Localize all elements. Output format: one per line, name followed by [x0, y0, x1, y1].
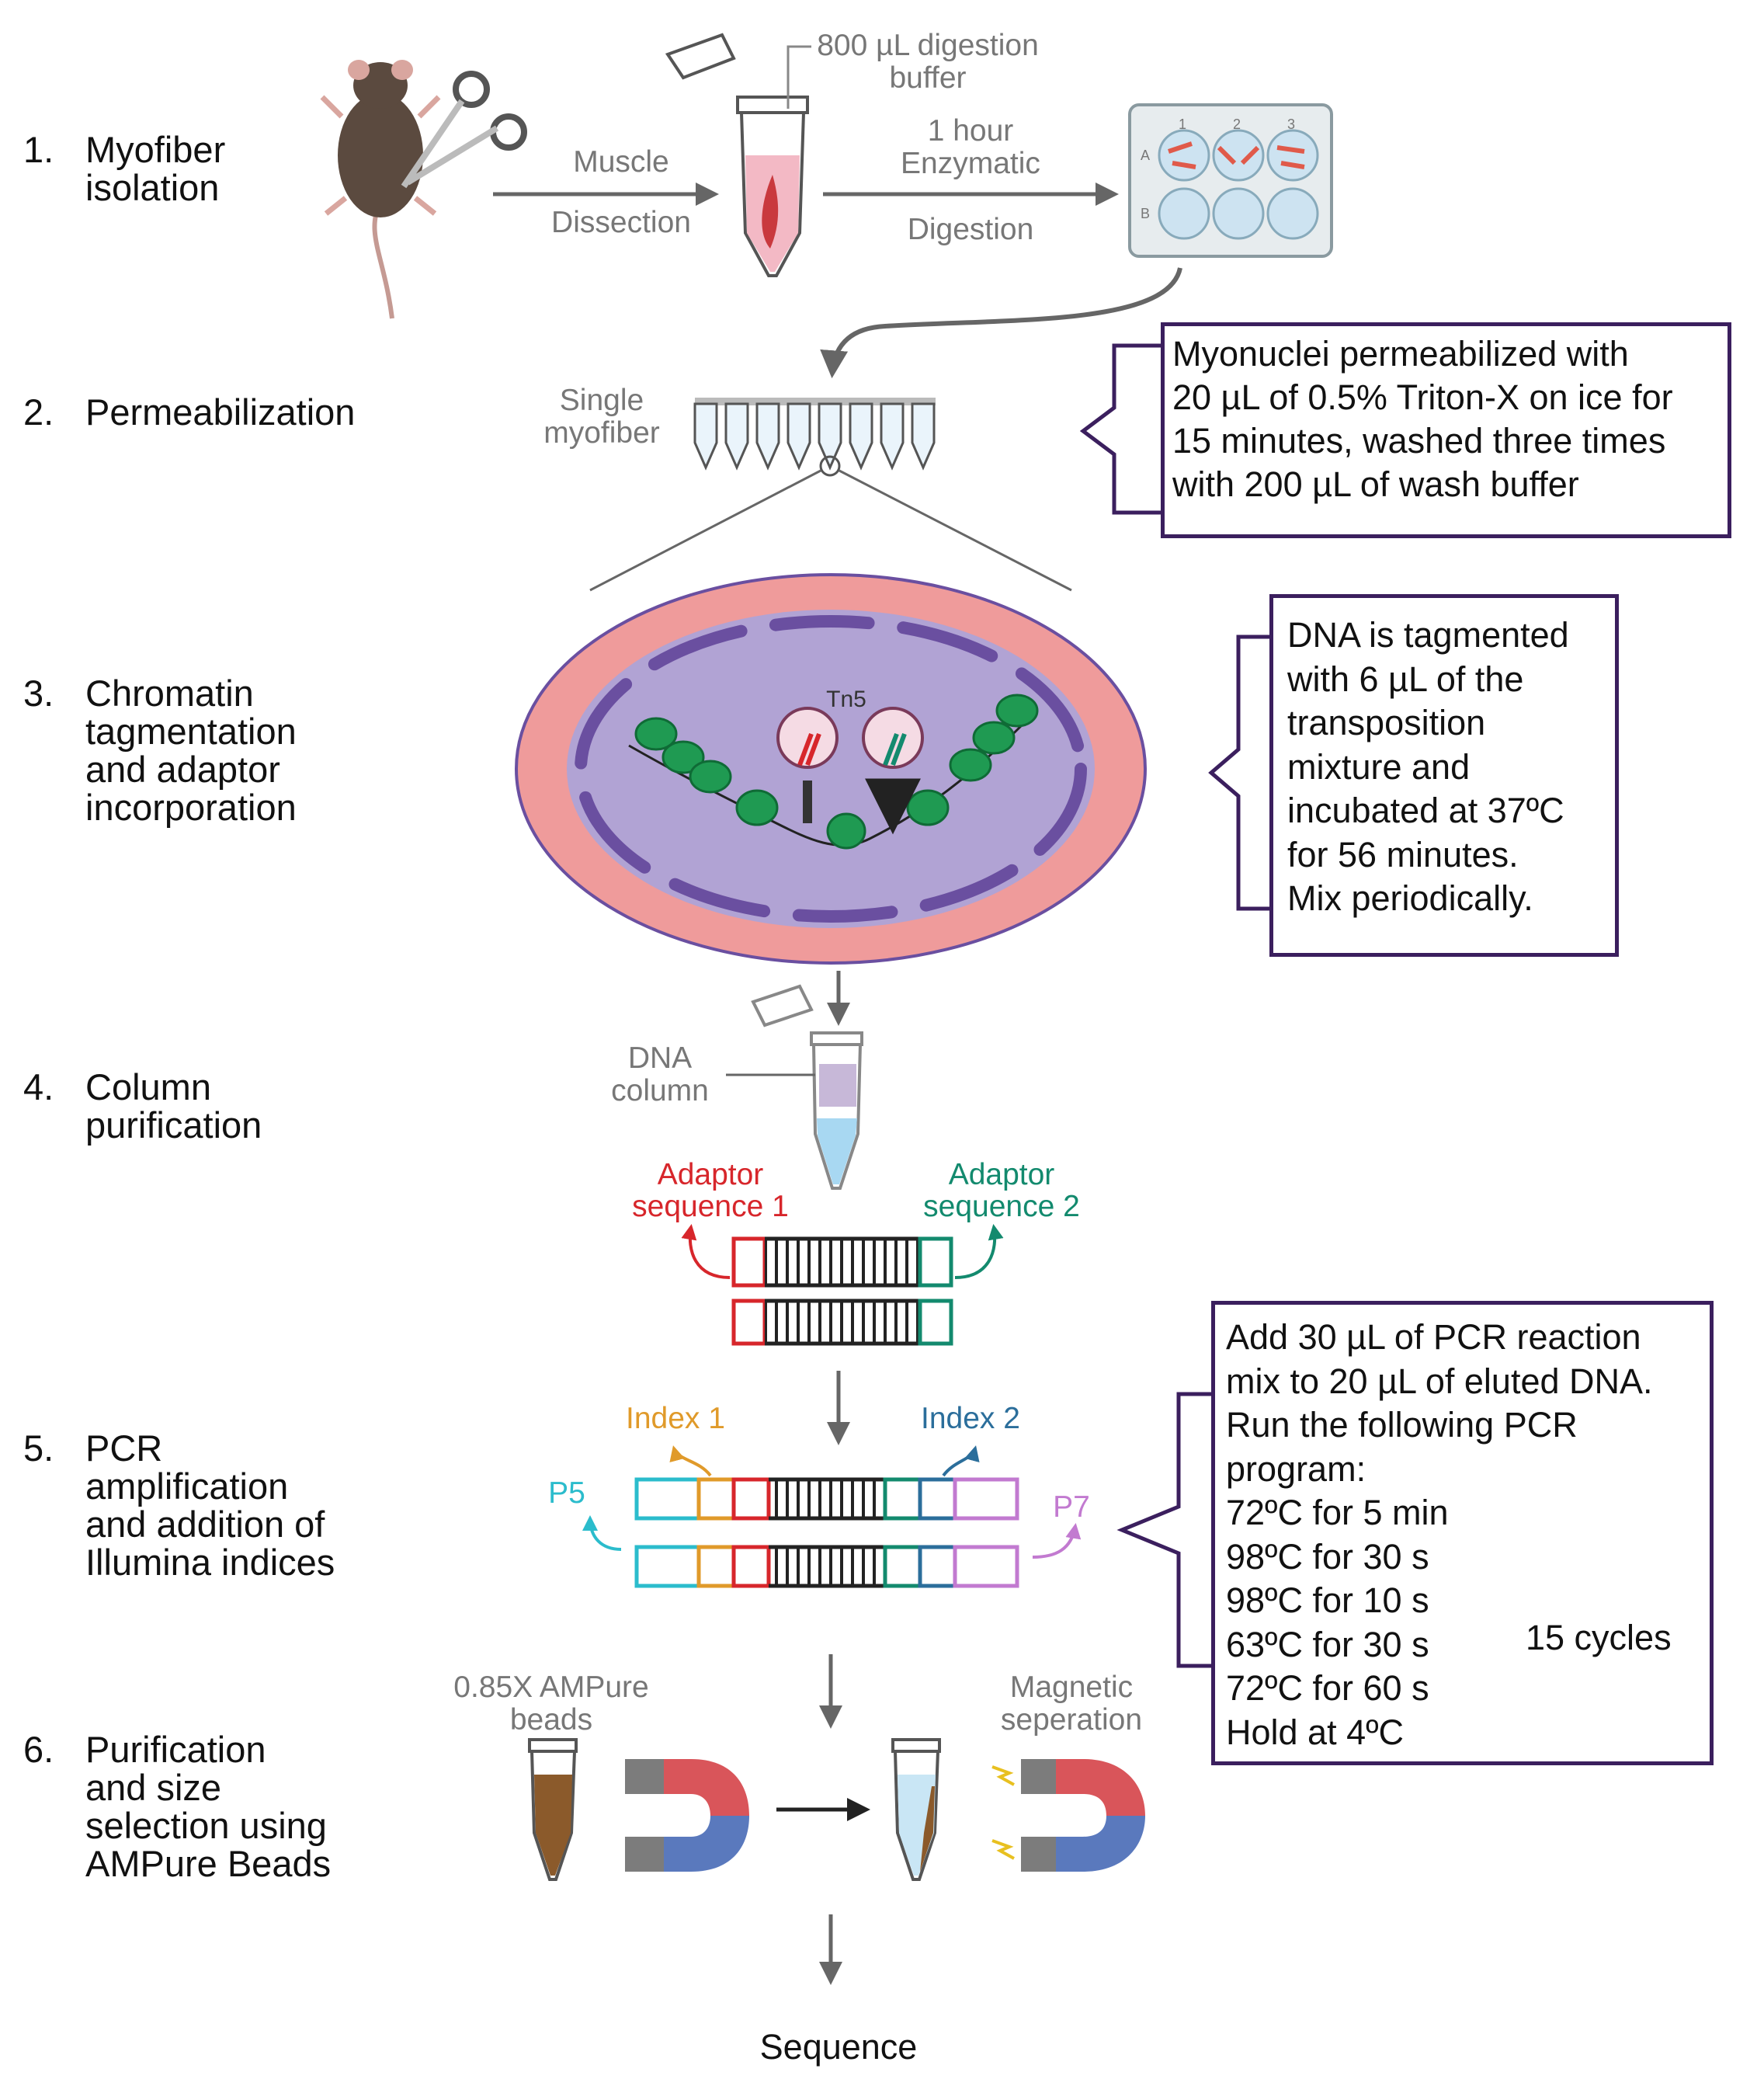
myonucleus-icon: [515, 573, 1147, 965]
ampure-beads-label: 0.85X AMPure beads: [453, 1671, 649, 1737]
plate-row-a: A: [1140, 148, 1150, 163]
digestion-label: Digestion: [907, 213, 1034, 246]
sequence-label: Sequence: [759, 2027, 918, 2067]
enzymatic-label: 1 hour Enzymatic: [901, 114, 1040, 180]
adaptor-sequence-1-label: Adaptor sequence 1: [632, 1158, 789, 1223]
digestion-buffer-label: 800 µL digestion buffer: [817, 29, 1039, 95]
step-number: 2.: [23, 391, 54, 433]
dna-column-tube-icon: [726, 984, 863, 1190]
digestion-tube-icon: [665, 33, 811, 277]
step-number: 3.: [23, 673, 54, 714]
scissors-icon: [401, 71, 527, 189]
arrow-to-permeabilization: [820, 267, 1182, 379]
step-text: PCR amplification and addition of Illumi…: [85, 1427, 335, 1583]
step-number: 4.: [23, 1066, 54, 1107]
p5-label: P5: [548, 1476, 585, 1510]
adaptor-dna-icon: [681, 1224, 1004, 1346]
plate-row-b: B: [1140, 206, 1150, 221]
step-text: Column purification: [85, 1066, 262, 1146]
indexed-dna-icon: [582, 1445, 1082, 1588]
tagmentation-callout: DNA is tagmented with 6 µL of the transp…: [1269, 594, 1619, 957]
magnet-icon: [625, 1759, 749, 1872]
callout-bracket-tagmentation: [1208, 635, 1273, 911]
plate-col-1: 1: [1178, 116, 1186, 132]
callout-bracket-permeabilization: [1079, 343, 1165, 515]
pcr-callout: Add 30 µL of PCR reaction mix to 20 µL o…: [1211, 1301, 1714, 1765]
step-text: Chromatin tagmentation and adaptor incor…: [85, 673, 297, 828]
muscle-label: Muscle: [573, 145, 669, 179]
index-2-label: Index 2: [921, 1402, 1020, 1435]
step-text: Myofiber isolation: [85, 129, 226, 208]
step-text: Permeabilization: [85, 391, 356, 433]
permeabilization-callout: Myonuclei permeabilized with 20 µL of 0.…: [1161, 322, 1731, 538]
dna-column-label: DNA column: [611, 1041, 709, 1107]
p7-label: P7: [1053, 1490, 1090, 1524]
separation-tube-icon: [891, 1738, 941, 1881]
tube-strip-icon: [693, 398, 936, 477]
step-text: Purification and size selection using AM…: [85, 1729, 332, 1884]
plate-col-3: 3: [1287, 116, 1295, 132]
step-number: 1.: [23, 129, 54, 170]
mouse-icon: [320, 60, 441, 319]
callout-bracket-pcr: [1116, 1392, 1215, 1668]
magnet-icon-2: [991, 1759, 1145, 1872]
well-plate-icon: [1128, 103, 1333, 258]
index-1-label: Index 1: [626, 1402, 725, 1435]
step-number: 5.: [23, 1427, 54, 1469]
tn5-label: Tn5: [826, 687, 866, 712]
magnetic-separation-label: Magnetic seperation: [1000, 1671, 1143, 1737]
zoom-lines: [589, 469, 1072, 592]
dissection-label: Dissection: [551, 206, 691, 239]
plate-col-2: 2: [1232, 116, 1241, 132]
step-number: 6.: [23, 1729, 54, 1770]
ampure-tube-icon: [528, 1738, 578, 1881]
cycles-label: 15 cycles: [1526, 1618, 1672, 1657]
adaptor-sequence-2-label: Adaptor sequence 2: [923, 1158, 1080, 1223]
single-myofiber-label: Single myofiber: [543, 384, 660, 450]
tn5-enzyme-icon: [776, 707, 924, 769]
